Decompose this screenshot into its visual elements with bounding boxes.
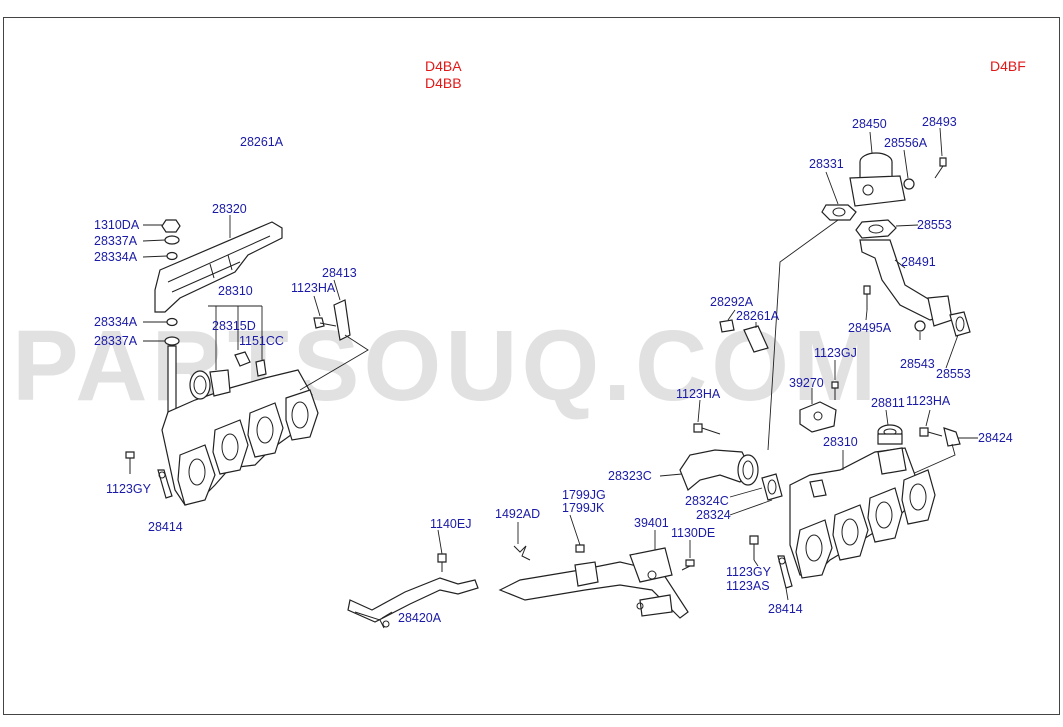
part-label-28334A-mid[interactable]: 28334A: [94, 315, 138, 329]
bolt-28493[interactable]: [934, 157, 947, 179]
part-label-28414-left[interactable]: 28414: [148, 520, 183, 534]
part-label-28323C[interactable]: 28323C: [608, 469, 652, 483]
sensor-39270[interactable]: [799, 401, 837, 433]
part-label-1123HA-right[interactable]: 1123HA: [906, 394, 951, 408]
part-label-28337A-top[interactable]: 28337A: [94, 234, 138, 248]
part-label-1140EJ[interactable]: 1140EJ: [430, 517, 471, 531]
part-label-28292A[interactable]: 28292A: [710, 295, 754, 309]
gasket-28553-bottom[interactable]: [949, 311, 971, 337]
bracket-28424[interactable]: [909, 427, 961, 476]
left-nut-1310DA[interactable]: [161, 219, 181, 233]
left-bolt-1123HA[interactable]: [313, 317, 337, 329]
left-washers[interactable]: [164, 235, 180, 346]
left-stud[interactable]: [167, 345, 177, 413]
part-label-28324[interactable]: 28324: [696, 508, 731, 522]
engine-code-d4bf: D4BF: [990, 58, 1026, 74]
part-label-28493[interactable]: 28493: [922, 115, 957, 129]
part-label-28420A[interactable]: 28420A: [398, 611, 442, 625]
engine-code-d4ba: D4BA: [425, 58, 462, 74]
pipe-assembly-39401[interactable]: [498, 547, 689, 619]
gasket-28324C[interactable]: [761, 473, 783, 501]
part-label-1123HA-mid[interactable]: 1123HA: [676, 387, 721, 401]
right-exhaust-manifold-28310[interactable]: [789, 447, 936, 579]
gasket-28553-top[interactable]: [855, 219, 897, 239]
elbow-28323C[interactable]: [679, 449, 759, 491]
washer-28556A[interactable]: [903, 178, 915, 190]
egr-valve-28450[interactable]: [849, 152, 906, 207]
part-label-1151CC[interactable]: 1151CC: [239, 334, 284, 348]
part-label-28261A-right[interactable]: 28261A: [736, 309, 780, 323]
part-label-28310-left[interactable]: 28310: [218, 284, 253, 298]
part-label-28261A-left[interactable]: 28261A: [240, 135, 284, 149]
part-label-28491[interactable]: 28491: [901, 255, 936, 269]
bolt-1799JG[interactable]: [575, 544, 585, 553]
engine-code-d4bb: D4BB: [425, 75, 462, 91]
part-label-28495A[interactable]: 28495A: [848, 321, 892, 335]
part-label-39401[interactable]: 39401: [634, 516, 669, 530]
part-label-28331[interactable]: 28331: [809, 157, 844, 171]
bolt-28495A[interactable]: [863, 285, 871, 310]
hose-28261A-right[interactable]: [743, 325, 769, 353]
part-label-28556A[interactable]: 28556A: [884, 136, 928, 150]
bolt-1123HA-right[interactable]: [919, 427, 943, 437]
part-label-1310DA[interactable]: 1310DA: [94, 218, 140, 232]
part-label-1123GJ[interactable]: 1123GJ: [814, 346, 857, 360]
part-label-28320[interactable]: 28320: [212, 202, 247, 216]
part-label-1123GY-left[interactable]: 1123GY: [106, 482, 152, 496]
part-label-1123GY-right[interactable]: 1123GY: [726, 565, 772, 579]
part-label-28424[interactable]: 28424: [978, 431, 1013, 445]
bolt-1140EJ[interactable]: [437, 553, 447, 572]
part-label-28414-right[interactable]: 28414: [768, 602, 803, 616]
bolt-1123GJ[interactable]: [831, 381, 839, 400]
nut-28543[interactable]: [914, 320, 926, 332]
part-label-28310-right[interactable]: 28310: [823, 435, 858, 449]
diagram-frame: [3, 17, 1060, 715]
left-exhaust-manifold-28310[interactable]: [161, 369, 319, 506]
left-sensor-28315D[interactable]: [234, 351, 267, 377]
left-bracket-28413[interactable]: [299, 299, 369, 391]
part-label-28553-bottom[interactable]: 28553: [936, 367, 971, 381]
part-label-39270[interactable]: 39270: [789, 376, 824, 390]
part-label-28337A-mid[interactable]: 28337A: [94, 334, 138, 348]
bracket-28414-right[interactable]: [777, 555, 793, 589]
bolt-1123GY-right[interactable]: [749, 535, 759, 560]
bolt-1130DE[interactable]: [681, 559, 695, 571]
left-heat-shield-28320[interactable]: [154, 221, 283, 313]
watermark-text: PARTSOUQ.COM: [12, 310, 880, 422]
part-label-1130DE[interactable]: 1130DE: [671, 526, 715, 540]
part-label-1799JK[interactable]: 1799JK: [562, 501, 605, 515]
part-label-28811[interactable]: 28811: [871, 396, 905, 410]
part-label-28324C[interactable]: 28324C: [685, 494, 729, 508]
part-label-28413[interactable]: 28413: [322, 266, 357, 280]
gasket-28331[interactable]: [821, 204, 857, 221]
bolt-1123HA-mid[interactable]: [693, 423, 721, 435]
part-label-1123AS[interactable]: 1123AS: [726, 579, 770, 593]
part-label-28450[interactable]: 28450: [852, 117, 887, 131]
left-bracket-28414[interactable]: [157, 469, 173, 499]
clip-1492AD[interactable]: [513, 545, 531, 561]
pipe-28420A[interactable]: [347, 577, 479, 629]
part-label-28334A-top[interactable]: 28334A: [94, 250, 138, 264]
gasket-28811[interactable]: [877, 424, 903, 445]
part-label-1123HA-left[interactable]: 1123HA: [291, 281, 336, 295]
part-label-1799JG[interactable]: 1799JG: [562, 488, 606, 502]
clamp-28292A[interactable]: [719, 319, 735, 333]
part-label-28553-top[interactable]: 28553: [917, 218, 952, 232]
left-bolt-1123GY[interactable]: [125, 451, 135, 474]
part-label-28543[interactable]: 28543: [900, 357, 935, 371]
part-label-1492AD[interactable]: 1492AD: [495, 507, 540, 521]
part-label-28315D[interactable]: 28315D: [212, 319, 256, 333]
